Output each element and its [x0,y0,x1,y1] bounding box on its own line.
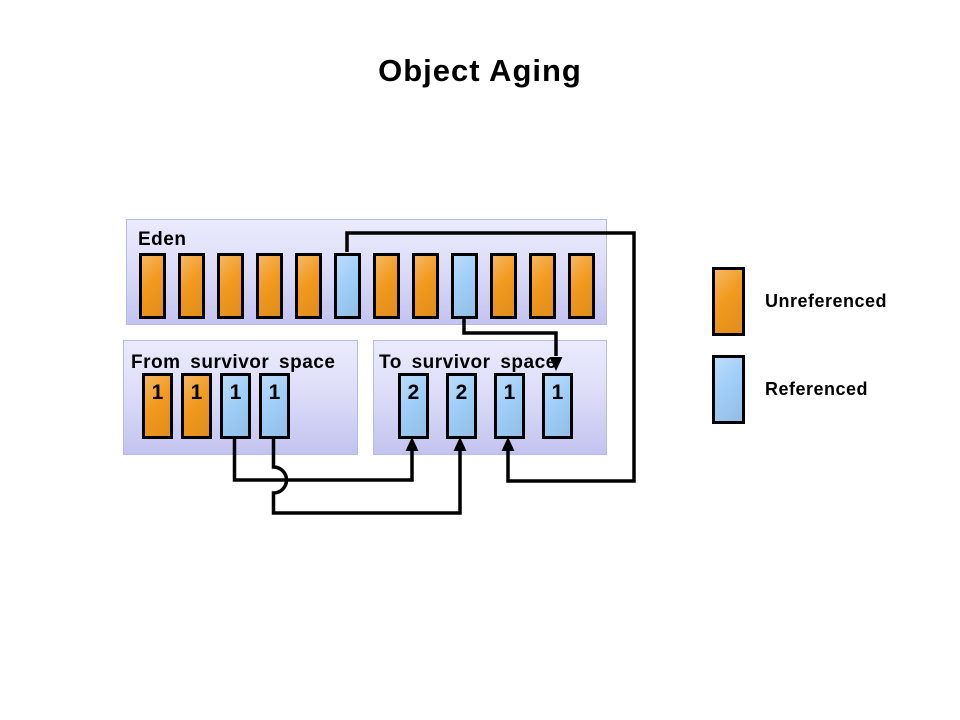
unreferenced-object-cell [139,253,166,319]
referenced-object-cell: 1 [542,373,573,439]
unreferenced-object-cell [529,253,556,319]
unreferenced-object-cell: 1 [181,373,212,439]
unreferenced-object-cell [178,253,205,319]
unreferenced-object-cell [256,253,283,319]
arrowhead-up-icon [453,437,467,451]
unreferenced-label: Unreferenced [765,291,888,311]
referenced-object-cell: 2 [446,373,477,439]
age-label: 1 [151,381,164,404]
eden-region: Eden [126,219,607,325]
from-survivor-region: From survivor space 1 1 1 1 [123,340,358,455]
age-label: 1 [190,381,203,404]
arrowhead-up-icon [405,437,419,451]
age-label: 1 [551,381,564,404]
arrowhead-down-icon [549,357,563,371]
eden-label: Eden [138,229,187,250]
unreferenced-object-cell [490,253,517,319]
unreferenced-object-cell [295,253,322,319]
arrow-eden-referenced2-to-survivor4 [462,316,558,356]
age-label: 1 [268,381,281,404]
referenced-object-cell: 2 [398,373,429,439]
referenced-label: Referenced [765,379,869,399]
arrowhead-up-icon [501,437,515,451]
page-title: Object Aging [378,53,582,88]
age-label: 1 [503,381,516,404]
legend-item-referenced: Referenced [712,355,868,424]
referenced-swatch [712,355,745,424]
arrow-from-survivor4-to-survivor2 [271,437,462,515]
referenced-object-cell: 1 [220,373,251,439]
referenced-object-cell [334,253,361,319]
unreferenced-object-cell [217,253,244,319]
from-survivor-label: From survivor space [131,352,336,373]
unreferenced-object-cell: 1 [142,373,173,439]
unreferenced-object-cell [373,253,400,319]
to-survivor-region: To survivor space 2 2 1 1 [373,340,607,455]
unreferenced-object-cell [568,253,595,319]
from-survivor-cells: 1 1 1 1 [142,373,290,439]
arrow-eden-referenced1-to-survivor3 [345,231,636,483]
referenced-object-cell: 1 [259,373,290,439]
age-label: 1 [229,381,242,404]
to-survivor-label: To survivor space [379,352,557,373]
unreferenced-swatch [712,267,745,336]
legend-item-unreferenced: Unreferenced [712,267,887,336]
to-survivor-cells: 2 2 1 1 [398,373,573,439]
age-label: 2 [455,381,468,404]
arrow-from-survivor3-to-survivor1 [232,437,414,482]
unreferenced-object-cell [412,253,439,319]
referenced-object-cell: 1 [494,373,525,439]
age-label: 2 [407,381,420,404]
